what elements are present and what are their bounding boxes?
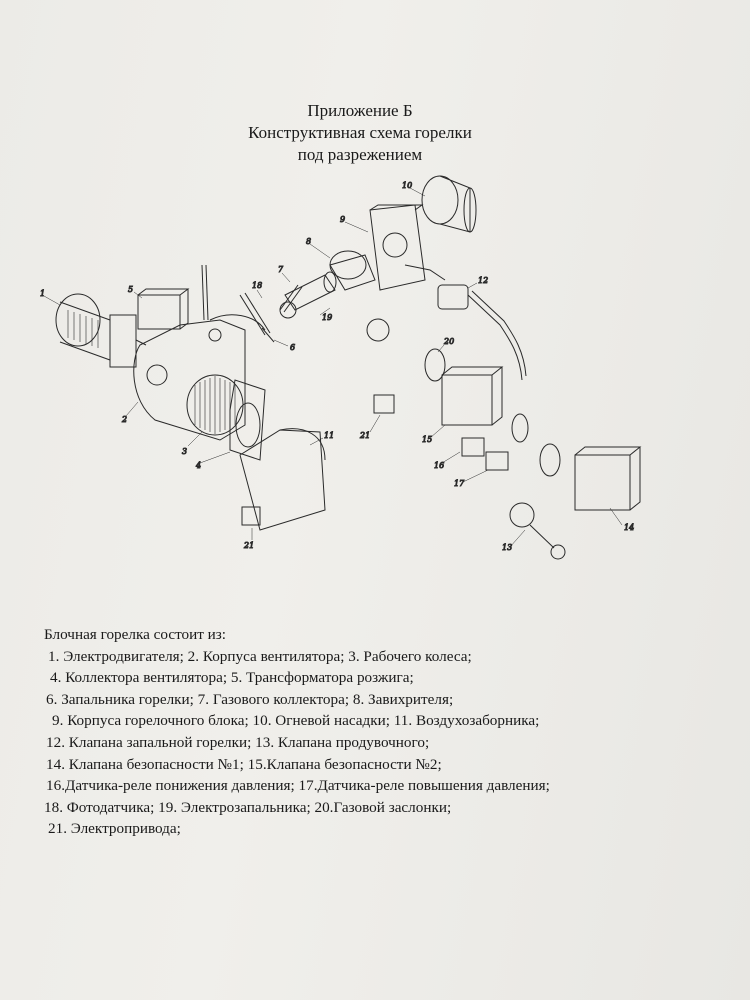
callout-21b: 21 [243,541,254,550]
swirler-part [329,250,376,291]
callout-6: 6 [290,343,295,352]
sensors-part [373,394,566,560]
collector-part [229,379,266,461]
callout-12: 12 [478,276,488,285]
callout-9: 9 [340,215,345,224]
page-header: Приложение Б Конструктивная схема горелк… [150,100,570,166]
appendix-label: Приложение Б [307,101,413,120]
callout-3: 3 [182,447,187,456]
gas-collector-part [279,271,337,319]
callout-14: 14 [624,523,634,532]
page-title: Конструктивная схема горелки [248,123,472,142]
legend-line: 18. Фотодатчика; 19. Электрозапальника; … [44,798,452,816]
callout-15: 15 [422,435,432,444]
fan-housing-part [133,264,266,441]
callout-7: 7 [278,265,284,274]
transformer-part [137,288,190,330]
page-subtitle: под разрежением [297,145,423,164]
callout-10: 10 [402,181,412,190]
burner-body-part [369,204,446,291]
callout-2: 2 [121,415,127,424]
callout-16: 16 [434,461,444,470]
burner-exploded-diagram: 1 2 3 4 5 6 7 8 9 10 11 12 13 14 15 16 1… [30,170,720,590]
legend-line: 4. Коллектора вентилятора; 5. Трансформа… [50,669,414,687]
callout-19: 19 [322,313,332,322]
motor-part [55,293,147,368]
legend-line: 6. Запальника горелки; 7. Газового колле… [46,690,454,708]
callout-4: 4 [195,461,201,470]
callout-1: 1 [40,289,45,298]
legend-line: 1. Электродвигателя; 2. Корпуса вентилят… [48,647,472,665]
legend-line: 14. Клапана безопасности №1; 15.Клапана … [46,755,442,773]
parts-legend: Блочная горелка состоит из: 1. Электродв… [44,624,724,840]
callout-8: 8 [306,237,311,246]
legend-intro: Блочная горелка состоит из: [44,626,227,643]
air-intake-part [239,428,326,531]
callout-17: 17 [454,479,465,488]
callout-5: 5 [128,285,133,294]
pilot-valve-part [437,284,527,381]
callout-20: 20 [443,337,454,346]
legend-line: 12. Клапана запальной горелки; 13. Клапа… [46,733,430,751]
pilot-burner-part [239,284,303,343]
legend-line: 16.Датчика-реле понижения давления; 17.Д… [46,777,550,795]
callout-11: 11 [324,431,334,440]
callout-13: 13 [502,543,512,552]
callout-18: 18 [252,281,262,290]
legend-line: 9. Корпуса горелочного блока; 10. Огнево… [52,712,540,730]
callout-21a: 21 [359,431,370,440]
gas-line-part [366,318,642,511]
legend-line: 21. Электропривода; [48,820,181,838]
flame-nozzle-part [421,175,477,233]
